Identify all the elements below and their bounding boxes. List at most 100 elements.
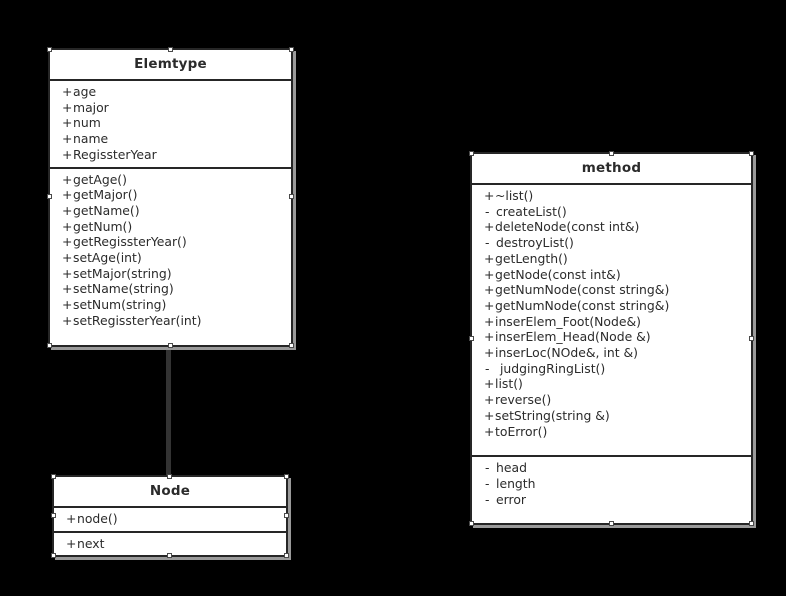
attribute-row[interactable]: +num [50, 115, 291, 131]
operation-row[interactable]: +getName() [50, 203, 291, 219]
operation-row[interactable]: +~list() [472, 188, 751, 204]
member-label: reverse() [495, 392, 552, 408]
operation-row[interactable]: +list() [472, 376, 751, 392]
operation-row[interactable]: +getLength() [472, 251, 751, 267]
operations-compartment-method: +~list() -createList() +deleteNode(const… [472, 185, 751, 456]
visibility-marker: - [485, 475, 490, 491]
uml-class-node[interactable]: Node +node() +next [51, 474, 289, 559]
visibility-marker: - [485, 235, 490, 251]
resize-handle-top-center[interactable] [608, 151, 614, 156]
operation-row[interactable]: -createList() [472, 204, 751, 220]
visibility-marker: + [484, 188, 495, 203]
operation-row[interactable]: +deleteNode(const int&) [472, 219, 751, 235]
resize-handle-top-right[interactable] [284, 474, 289, 479]
operation-row[interactable]: +inserLoc(NOde&, int &) [472, 345, 751, 361]
resize-handle-bottom-center[interactable] [608, 521, 614, 527]
resize-handle-top-right[interactable] [289, 47, 294, 52]
member-label: getNumNode(const string&) [495, 297, 670, 313]
operation-row[interactable]: +reverse() [472, 392, 751, 408]
resize-handle-top-left[interactable] [47, 47, 52, 52]
resize-handle-top-right[interactable] [749, 151, 754, 156]
resize-handle-middle-left[interactable] [51, 513, 56, 519]
uml-class-elemtype[interactable]: Elemtype +age +major +num +name +Regisst… [47, 47, 294, 348]
resize-handle-bottom-center[interactable] [167, 342, 173, 348]
operation-row[interactable]: +getNode(const int&) [472, 267, 751, 283]
attribute-row[interactable]: -length [472, 476, 751, 492]
resize-handle-middle-right[interactable] [749, 335, 754, 341]
operation-row[interactable]: +setRegissterYear(int) [50, 313, 291, 329]
operation-row[interactable]: +setMajor(string) [50, 266, 291, 282]
resize-handle-bottom-center[interactable] [167, 553, 172, 559]
visibility-marker: + [484, 282, 495, 298]
member-label: node() [77, 511, 118, 526]
resize-handle-middle-right[interactable] [284, 513, 289, 519]
member-label: setString(string &) [495, 407, 610, 423]
member-label: getName() [73, 202, 140, 218]
visibility-marker: + [66, 511, 77, 526]
visibility-marker: + [62, 234, 73, 250]
class-name-elemtype: Elemtype [50, 50, 291, 81]
attribute-row[interactable]: +major [50, 100, 291, 116]
visibility-marker: + [484, 407, 495, 423]
visibility-marker: + [62, 312, 73, 328]
attribute-row[interactable]: +RegissterYear [50, 147, 291, 163]
resize-handle-middle-right[interactable] [289, 194, 294, 200]
resize-handle-top-center[interactable] [167, 474, 172, 479]
member-label: setName(string) [73, 281, 174, 297]
operation-row[interactable]: - judgingRingList() [472, 361, 751, 377]
generalization-connector-line[interactable] [166, 340, 171, 476]
operation-row[interactable]: +getMajor() [50, 187, 291, 203]
visibility-marker: + [62, 250, 73, 266]
member-label: name [73, 131, 109, 147]
member-label: getMajor() [73, 187, 138, 203]
resize-handle-bottom-left[interactable] [51, 553, 56, 559]
operation-row[interactable]: +setAge(int) [50, 250, 291, 266]
visibility-marker: + [484, 345, 495, 361]
operations-compartment-elemtype: +getAge() +getMajor() +getName() +getNum… [50, 166, 291, 345]
operation-row[interactable]: +getRegissterYear() [50, 234, 291, 250]
member-label: judgingRingList() [496, 360, 606, 376]
member-label: num [73, 115, 101, 131]
resize-handle-bottom-right[interactable] [289, 342, 294, 348]
visibility-marker: + [484, 376, 495, 392]
attribute-row[interactable]: -error [472, 492, 751, 508]
visibility-marker: + [62, 171, 73, 187]
attribute-row[interactable]: +name [50, 131, 291, 147]
attribute-row[interactable]: +next [54, 536, 286, 552]
resize-handle-bottom-right[interactable] [284, 553, 289, 559]
visibility-marker: + [484, 250, 495, 266]
attribute-row[interactable]: +age [50, 84, 291, 100]
operation-row[interactable]: -destroyList() [472, 235, 751, 251]
operation-row[interactable]: +toError() [472, 424, 751, 440]
member-label: ~list() [495, 188, 534, 203]
resize-handle-bottom-right[interactable] [749, 521, 754, 527]
operation-row[interactable]: +getNumNode(const string&) [472, 298, 751, 314]
member-label: setAge(int) [73, 250, 142, 266]
operation-row[interactable]: +inserElem_Foot(Node&) [472, 314, 751, 330]
operation-row[interactable]: +setName(string) [50, 281, 291, 297]
operation-row[interactable]: +node() [54, 511, 286, 527]
attributes-compartment-elemtype: +age +major +num +name +RegissterYear [50, 81, 291, 167]
class-name-method: method [472, 154, 751, 185]
operation-row[interactable]: +setString(string &) [472, 408, 751, 424]
operation-row[interactable]: +getAge() [50, 172, 291, 188]
operation-row[interactable]: +setNum(string) [50, 297, 291, 313]
resize-handle-bottom-left[interactable] [469, 521, 474, 527]
resize-handle-bottom-left[interactable] [47, 342, 52, 348]
resize-handle-top-left[interactable] [469, 151, 474, 156]
uml-class-method[interactable]: method +~list() -createList() +deleteNod… [469, 151, 754, 527]
operation-row[interactable]: +getNumNode(const string&) [472, 282, 751, 298]
member-label: next [77, 535, 105, 551]
member-label: head [496, 460, 527, 476]
visibility-marker: + [66, 535, 77, 551]
resize-handle-top-center[interactable] [167, 47, 173, 52]
visibility-marker: - [485, 360, 490, 376]
resize-handle-middle-left[interactable] [47, 194, 52, 200]
attribute-row[interactable]: -head [472, 460, 751, 476]
resize-handle-top-left[interactable] [51, 474, 56, 479]
operation-row[interactable]: +inserElem_Head(Node &) [472, 329, 751, 345]
resize-handle-middle-left[interactable] [469, 335, 474, 341]
member-label: inserLoc(NOde&, int &) [495, 345, 639, 361]
operation-row[interactable]: +getNum() [50, 219, 291, 235]
member-label: RegissterYear [73, 146, 157, 162]
